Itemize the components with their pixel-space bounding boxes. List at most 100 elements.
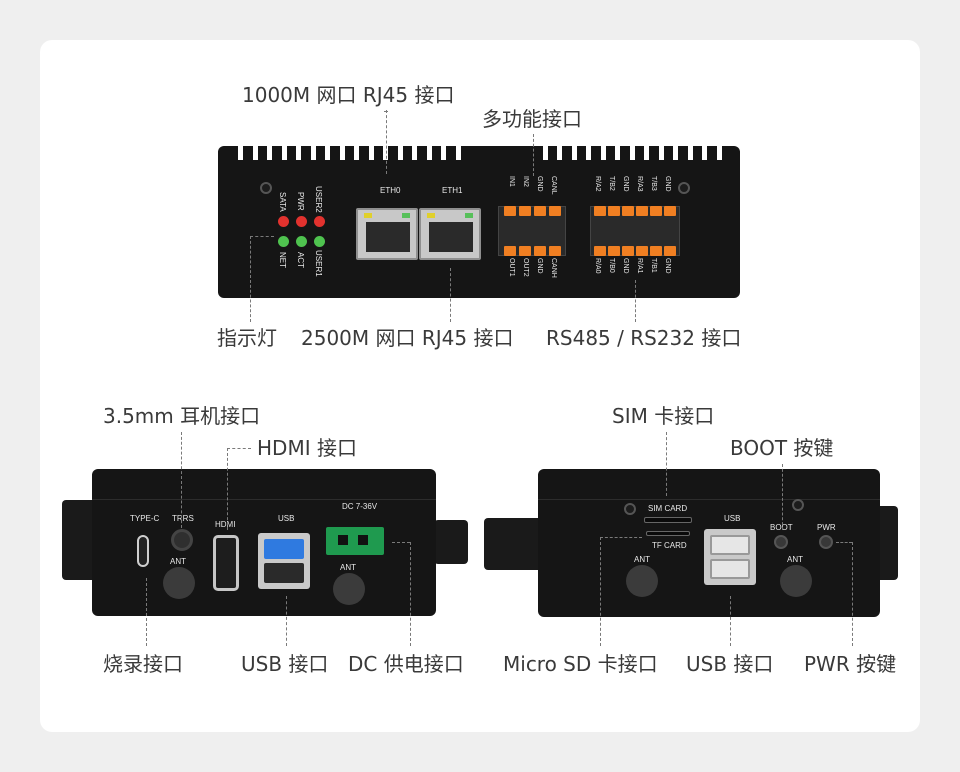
terminal-lever[interactable] (650, 246, 662, 256)
pwr-button[interactable] (819, 535, 833, 549)
leader-line (146, 578, 147, 646)
antenna-connector (626, 565, 658, 597)
leader-line (227, 448, 251, 449)
terminal-lever[interactable] (534, 246, 546, 256)
heatsink-fin (441, 146, 446, 160)
rj45-port-eth1[interactable] (419, 208, 481, 260)
boot-button[interactable] (774, 535, 788, 549)
dc-terminal[interactable] (326, 527, 384, 555)
terminal-lever[interactable] (622, 246, 634, 256)
leader-line (635, 280, 636, 322)
heatsink-fin (615, 146, 620, 160)
led-user2 (314, 216, 325, 227)
label-rs485-rs232: RS485 / RS232 接口 (546, 326, 742, 350)
terminal-lever[interactable] (608, 206, 620, 216)
terminal-lever[interactable] (636, 206, 648, 216)
terminal-lever[interactable] (594, 246, 606, 256)
leader-line (836, 542, 852, 543)
label-usb-left: USB 接口 (241, 652, 329, 676)
tf-card-label: TF CARD (652, 541, 687, 550)
heatsink-fin (310, 146, 316, 160)
terminal-lever[interactable] (549, 206, 561, 216)
sim-card-label: SIM CARD (648, 504, 688, 513)
typec-port[interactable] (137, 535, 149, 567)
left-device: TYPE-C TRRS ANT HDMI USB DC 7-36V ANT (92, 469, 436, 616)
label-microsd: Micro SD 卡接口 (503, 652, 658, 676)
usb-port-stack[interactable] (258, 533, 310, 589)
led-label-sata: SATA (278, 192, 287, 212)
audio-jack[interactable] (171, 529, 193, 551)
terminal-lever[interactable] (664, 206, 676, 216)
terminal-lever[interactable] (664, 246, 676, 256)
terminal-lever[interactable] (594, 206, 606, 216)
leader-line (600, 537, 642, 538)
tf-card-slot[interactable] (646, 531, 690, 536)
terminal-lever[interactable] (519, 206, 531, 216)
top-device: SATA PWR USER2 NET ACT USER1 ETH0 ETH1 I… (218, 146, 740, 298)
heatsink-fin (571, 146, 577, 160)
heatsink-fin (252, 146, 258, 160)
terminal-lever[interactable] (519, 246, 531, 256)
heatsink-fin (629, 146, 635, 160)
terminal-lever[interactable] (504, 206, 516, 216)
terminal-pin-label: R/A3 (636, 176, 643, 192)
terminal-pin-label: OUT1 (508, 258, 515, 277)
terminal-pin-label: R/A2 (594, 176, 601, 192)
terminal-lever[interactable] (549, 246, 561, 256)
terminal-pin-label: IN1 (508, 176, 515, 187)
leader-line (181, 432, 182, 528)
label-multifunction: 多功能接口 (482, 107, 582, 131)
din-clip-left (484, 518, 544, 570)
terminal-pin-label: GND (536, 258, 543, 274)
heatsink-fin (354, 146, 359, 160)
heatsink-fin (397, 146, 403, 160)
sim-card-slot[interactable] (644, 517, 692, 523)
rj45-port-eth0[interactable] (356, 208, 418, 260)
led-sata (278, 216, 289, 227)
heatsink-fin (687, 146, 693, 160)
terminal-pin-label: T/B0 (608, 258, 615, 273)
hdmi-label: HDMI (215, 520, 236, 529)
screw-icon (260, 182, 272, 194)
leader-line (392, 542, 410, 543)
terminal-pin-label: GND (664, 258, 671, 274)
leader-line (286, 596, 287, 646)
terminal-lever[interactable] (534, 206, 546, 216)
hdmi-port[interactable] (213, 535, 239, 591)
leader-line (782, 464, 783, 530)
screw-icon (792, 499, 804, 511)
terminal-pin-label: OUT2 (522, 258, 529, 277)
terminal-pin-label: R/A0 (594, 258, 601, 274)
leader-line (450, 268, 451, 322)
leader-line (533, 134, 534, 176)
usb-port-stack[interactable] (704, 529, 756, 585)
ant-label: ANT (170, 557, 186, 566)
heatsink-fin (716, 146, 722, 160)
usb-label: USB (724, 514, 741, 523)
label-boot-button: BOOT 按键 (730, 436, 834, 460)
heatsink-fin (455, 146, 461, 160)
heatsink-fin (267, 146, 272, 160)
label-hdmi: HDMI 接口 (257, 436, 357, 460)
terminal-pin-label: GND (622, 258, 629, 274)
terminal-lever[interactable] (636, 246, 648, 256)
led-net (278, 236, 289, 247)
terminal-pin-label: R/A1 (636, 258, 643, 274)
leader-line (227, 448, 228, 530)
led-user1 (314, 236, 325, 247)
heatsink-fin (383, 146, 388, 160)
terminal-lever[interactable] (504, 246, 516, 256)
terminal-lever[interactable] (608, 246, 620, 256)
terminal-lever[interactable] (650, 206, 662, 216)
heatsink-fin (702, 146, 707, 160)
ant-label: ANT (634, 555, 650, 564)
heatsink-fin (339, 146, 345, 160)
heatsink-fin (557, 146, 562, 160)
terminal-lever[interactable] (622, 206, 634, 216)
typec-label: TYPE-C (130, 514, 160, 523)
leader-line (600, 537, 601, 646)
led-label-net: NET (278, 252, 287, 268)
label-rj45-1000m: 1000M 网口 RJ45 接口 (242, 83, 455, 107)
heatsink-fin (658, 146, 664, 160)
heatsink-fin (673, 146, 678, 160)
